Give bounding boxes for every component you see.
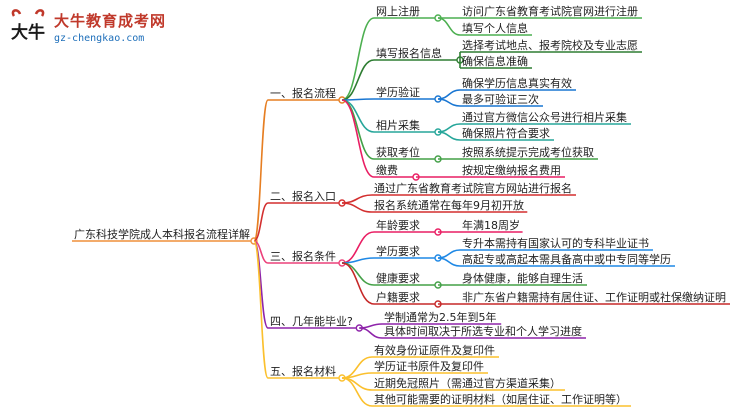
branch-0-sub-5-connector <box>341 99 375 178</box>
branch-1-leaf-0: 通过广东省教育考试院官方网站进行报名 <box>374 181 572 195</box>
bull-logo-icon: 大牛 <box>11 9 45 43</box>
branch-1-leaf-1: 报名系统通常在每年9月初开放 <box>374 198 524 212</box>
branch-0-sub-0-connector <box>341 17 375 101</box>
branch-0-sub-1-leaf-0: 选择考试地点、报考院校及专业志愿 <box>462 38 638 52</box>
branch-2-sub-2-leaf-0: 身体健康，能够自理生活 <box>462 271 583 285</box>
branch-2-sub-1-label: 学历要求 <box>376 244 420 258</box>
branch-4-leaf-3-connector <box>341 377 373 407</box>
branch-0-sub-3-label: 相片采集 <box>376 118 420 132</box>
branch-0-sub-0-label: 网上注册 <box>376 4 420 18</box>
branch-connector-0 <box>253 99 269 242</box>
branch-0-sub-1-connector <box>341 59 375 101</box>
branch-0-sub-0-leaf-0: 访问广东省教育考试院官网进行注册 <box>462 4 638 18</box>
site-name: 大牛教育成考网 <box>54 12 167 30</box>
branch-0-sub-3-leaf-0: 通过官方微信公众号进行相片采集 <box>462 110 627 124</box>
branch-0-sub-2-label: 学历验证 <box>376 85 420 99</box>
branch-2-sub-3-label: 户籍要求 <box>376 290 420 304</box>
branch-connector-1 <box>253 202 269 242</box>
branch-0-sub-2-leaf-0: 确保学历信息真实有效 <box>462 76 572 90</box>
branch-2-sub-1-leaf-1-connector <box>437 257 461 267</box>
site-logo[interactable]: 大牛 大牛教育成考网 gz-chengkao.com <box>6 6 206 54</box>
branch-3-label: 四、几年能毕业? <box>270 314 353 328</box>
branch-3-leaf-0-connector <box>359 323 383 329</box>
branch-0-sub-1-leaf-1: 确保信息准确 <box>462 54 528 68</box>
branch-0-sub-5-label: 缴费 <box>376 163 398 177</box>
branch-4-leaf-2: 近期免冠照片（需通过官方渠道采集） <box>374 376 561 390</box>
branch-4-leaf-3: 其他可能需要的证明材料（如居住证、工作证明等） <box>374 392 627 406</box>
branch-2-sub-1-connector <box>341 257 375 264</box>
root-topic: 广东科技学院成人本科报名流程详解 <box>74 227 250 241</box>
branch-0-sub-0-leaf-1: 填写个人信息 <box>462 21 528 35</box>
branch-0-label: 一、报名流程 <box>270 86 336 100</box>
branch-2-sub-0-label: 年龄要求 <box>376 218 420 232</box>
branch-2-sub-2-label: 健康要求 <box>376 271 420 285</box>
branch-1-label: 二、报名入口 <box>270 189 336 203</box>
branch-0-sub-4-label: 获取考位 <box>376 145 420 159</box>
branch-4-leaf-0: 有效身份证原件及复印件 <box>374 343 495 357</box>
branch-0-sub-0-leaf-1-connector <box>437 17 461 36</box>
branch-2-sub-3-connector <box>341 262 375 305</box>
branch-2-sub-0-leaf-0: 年满18周岁 <box>462 218 520 232</box>
branch-0-sub-2-leaf-1-connector <box>437 98 461 107</box>
branch-0-sub-3-leaf-1: 确保照片符合要求 <box>462 126 550 140</box>
branch-2-sub-1-leaf-0: 专升本需持有国家认可的专科毕业证书 <box>462 236 649 250</box>
logo-mark-text: 大牛 <box>11 22 45 43</box>
branch-0-sub-3-leaf-1-connector <box>437 131 461 141</box>
branch-4-leaf-1: 学历证书原件及复印件 <box>374 359 484 373</box>
site-url: gz-chengkao.com <box>54 33 145 44</box>
branch-3-leaf-1-connector <box>359 327 383 339</box>
branch-0-sub-4-connector <box>341 99 375 160</box>
branch-1-leaf-1-connector <box>341 202 373 213</box>
branch-connector-4 <box>253 240 269 379</box>
branch-0-sub-4-leaf-0: 按照系统提示完成考位获取 <box>462 145 594 159</box>
branch-4-leaf-1-connector <box>341 372 373 379</box>
branch-0-sub-1-label: 填写报名信息 <box>376 46 442 60</box>
branch-2-sub-3-leaf-0: 非广东省户籍需持有居住证、工作证明或社保缴纳证明 <box>462 290 726 304</box>
branch-2-label: 三、报名条件 <box>270 249 336 263</box>
branch-1-leaf-0-connector <box>341 194 373 204</box>
branch-0-sub-2-leaf-1: 最多可验证三次 <box>462 92 539 106</box>
branch-0-sub-5-leaf-0: 按规定缴纳报名费用 <box>462 163 561 177</box>
branch-3-leaf-1: 具体时间取决于所选专业和个人学习进度 <box>384 324 582 338</box>
branch-4-label: 五、报名材料 <box>270 364 336 378</box>
branch-3-leaf-0: 学制通常为2.5年到5年 <box>384 310 497 324</box>
branch-2-sub-1-leaf-1: 高起专或高起本需具备高中或中专同等学历 <box>462 252 671 266</box>
